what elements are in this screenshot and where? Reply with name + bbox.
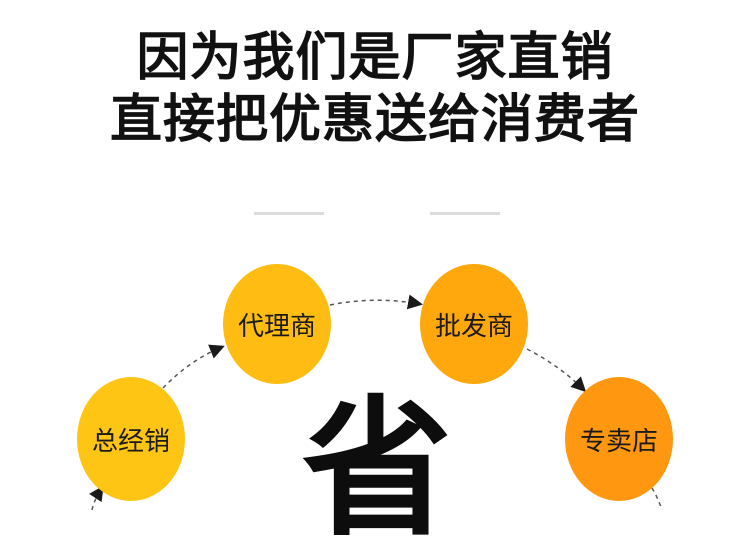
flow-node-agent: 代理商 bbox=[223, 264, 331, 384]
divider-left bbox=[254, 212, 324, 215]
flow-node-label: 批发商 bbox=[434, 311, 513, 342]
flow-connectors bbox=[89, 294, 663, 510]
flow-node-label: 总经销 bbox=[91, 426, 170, 457]
connector-start bbox=[89, 485, 104, 510]
headline-line-2: 直接把优惠送给消费者 bbox=[109, 90, 640, 150]
flow-node-general-distributor: 总经销 bbox=[77, 377, 185, 501]
center-save-character: 省 bbox=[302, 383, 453, 557]
flow-node-label: 专卖店 bbox=[579, 426, 658, 457]
connector-end bbox=[651, 487, 663, 510]
flow-node-wholesaler: 批发商 bbox=[420, 264, 528, 384]
connector-1-2 bbox=[162, 344, 225, 389]
headline-line-1: 因为我们是厂家直销 bbox=[136, 28, 614, 88]
divider-right bbox=[430, 212, 500, 215]
connector-2-3 bbox=[329, 294, 423, 310]
flow-node-label: 代理商 bbox=[237, 311, 316, 342]
connector-3-4 bbox=[526, 348, 587, 393]
flow-node-store: 专卖店 bbox=[565, 377, 673, 501]
